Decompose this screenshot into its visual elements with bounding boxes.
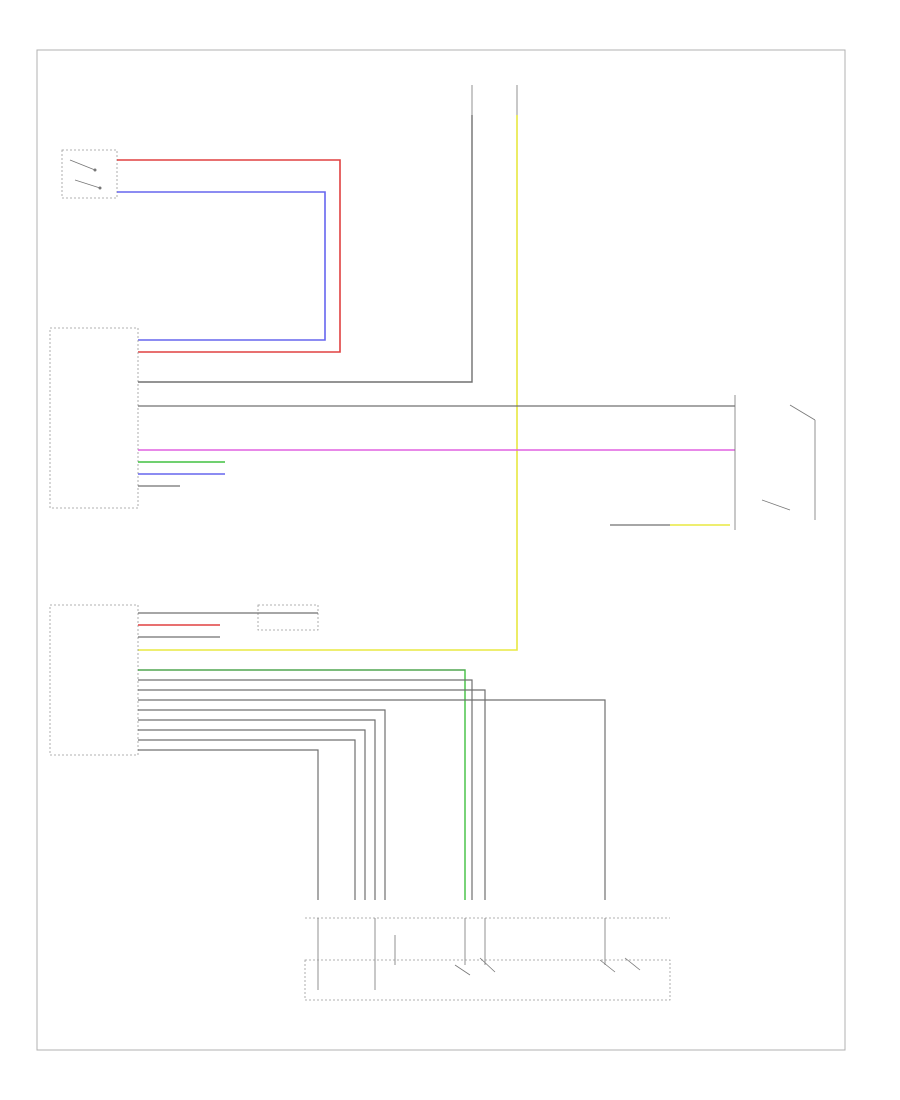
yellow-wire: [138, 115, 518, 651]
blue-wire: [117, 191, 326, 341]
top-left-switch: [61, 149, 118, 199]
bus-wire-4: [138, 689, 486, 900]
bus-wire-9: [138, 739, 356, 900]
relay-box: [257, 604, 319, 631]
bus-wire-10: [138, 749, 319, 900]
right-switch-1: [734, 395, 816, 530]
right-switch-2: [761, 450, 816, 520]
lower-left-module: [49, 604, 139, 756]
bus-wire-5: [138, 699, 606, 900]
bus-wire-6: [138, 709, 386, 900]
bus-wire-3: [138, 679, 473, 900]
gray-feed-wire: [138, 115, 473, 383]
bus-wire-1: [138, 669, 466, 900]
bus-wire-8: [138, 729, 366, 900]
left-module: [49, 327, 139, 509]
diagram-frame: [36, 49, 846, 1051]
bottom-switches: [304, 957, 671, 1001]
red-wire: [117, 159, 341, 353]
bus-wire-7: [138, 719, 376, 900]
